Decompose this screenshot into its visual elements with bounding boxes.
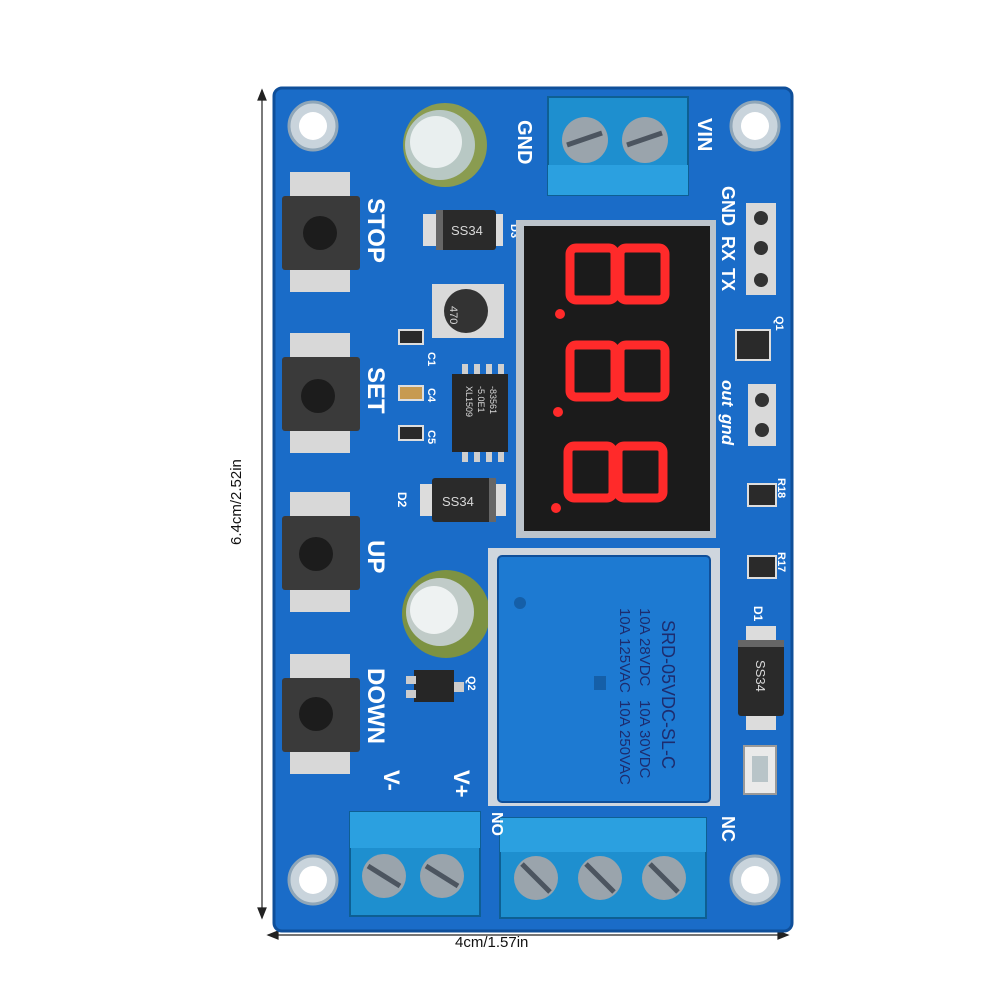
relay-markings: 10A 125VAC 10A 28VDC SRD-05VDC-SL-C 10A …	[616, 608, 678, 785]
uart-gnd-label: GND	[718, 186, 738, 226]
out-gnd-label: gnd	[718, 413, 737, 446]
cap-c5-ref: C5	[425, 430, 437, 444]
load-vplus-label: V+	[449, 770, 474, 798]
display-digit-3	[563, 441, 668, 503]
mounting-holes	[287, 100, 781, 906]
button-stop[interactable]	[282, 172, 360, 292]
display-digit-2	[565, 340, 670, 402]
resistor-r17-ref: R17	[775, 552, 787, 572]
button-up-label: UP	[362, 540, 389, 573]
button-set-label: SET	[362, 367, 389, 414]
load-vminus-label: V-	[379, 770, 404, 791]
resistor-r18	[747, 483, 777, 507]
power-vin-label: VIN	[693, 118, 715, 151]
button-down[interactable]	[282, 654, 360, 774]
smd-small-caps	[398, 329, 424, 441]
ic-text-line1: XL1509	[464, 386, 474, 417]
regulator-ic	[452, 364, 508, 462]
display-dots	[551, 309, 565, 513]
diode-d1-ref: D1	[751, 606, 765, 622]
power-gnd-label: GND	[513, 120, 535, 164]
smd-capacitor-470	[432, 284, 504, 338]
relay-nc-label: NC	[718, 816, 738, 842]
relay-text-line3: SRD-05VDC-SL-C	[658, 620, 678, 769]
button-set[interactable]	[282, 333, 360, 453]
electrolytic-capacitor-top	[403, 103, 487, 187]
diode-d3-text: SS34	[451, 223, 483, 238]
diode-d1	[738, 626, 784, 730]
load-terminal-block	[349, 811, 481, 917]
button-stop-label: STOP	[362, 198, 389, 263]
electrolytic-capacitor-bottom	[402, 570, 490, 658]
transistor-q1	[735, 329, 771, 361]
height-dimension-label: 6.4cm/2.52in	[228, 459, 245, 545]
relay-text-line2: 10A 28VDC	[636, 608, 653, 687]
cap-c4-ref: C4	[425, 388, 437, 403]
resistor-r18-ref: R18	[775, 478, 787, 498]
power-terminal-block	[547, 96, 689, 196]
relay-terminal-block	[499, 817, 707, 919]
button-down-label: DOWN	[362, 668, 389, 744]
display-digit-1	[565, 243, 670, 305]
uart-header	[746, 203, 776, 295]
relay-text-line5: 10A 30VDC	[636, 700, 653, 779]
out-header	[748, 384, 776, 446]
smd-capacitor-text: 470	[447, 306, 459, 324]
ic-text-line3: -83561	[488, 386, 498, 414]
ic-text-line2: -5.0E1	[476, 386, 486, 413]
out-label: out	[718, 380, 737, 408]
diode-d2-text: SS34	[442, 494, 474, 509]
diode-d2-ref: D2	[395, 492, 409, 508]
relay	[488, 548, 720, 806]
transistor-q1-ref: Q1	[773, 316, 785, 331]
transistor-q2	[406, 670, 464, 702]
diode-d2	[420, 478, 506, 522]
relay-text-line1: 10A 125VAC	[616, 608, 633, 693]
diode-d1-text: SS34	[753, 660, 768, 692]
relay-text-line4: 10A 250VAC	[616, 700, 633, 785]
uart-rx-label: RX	[718, 236, 738, 261]
button-up[interactable]	[282, 492, 360, 612]
indicator-led	[743, 745, 777, 795]
relay-no-label: NO	[488, 812, 505, 836]
width-dimension-label: 4cm/1.57in	[455, 934, 529, 951]
uart-tx-label: TX	[718, 268, 738, 291]
resistor-r17	[747, 555, 777, 579]
width-dimension-line	[266, 930, 790, 940]
diode-d3	[423, 210, 503, 250]
transistor-q2-ref: Q2	[465, 676, 477, 691]
cap-c1-ref: C1	[425, 352, 437, 366]
height-dimension-line	[257, 88, 267, 920]
